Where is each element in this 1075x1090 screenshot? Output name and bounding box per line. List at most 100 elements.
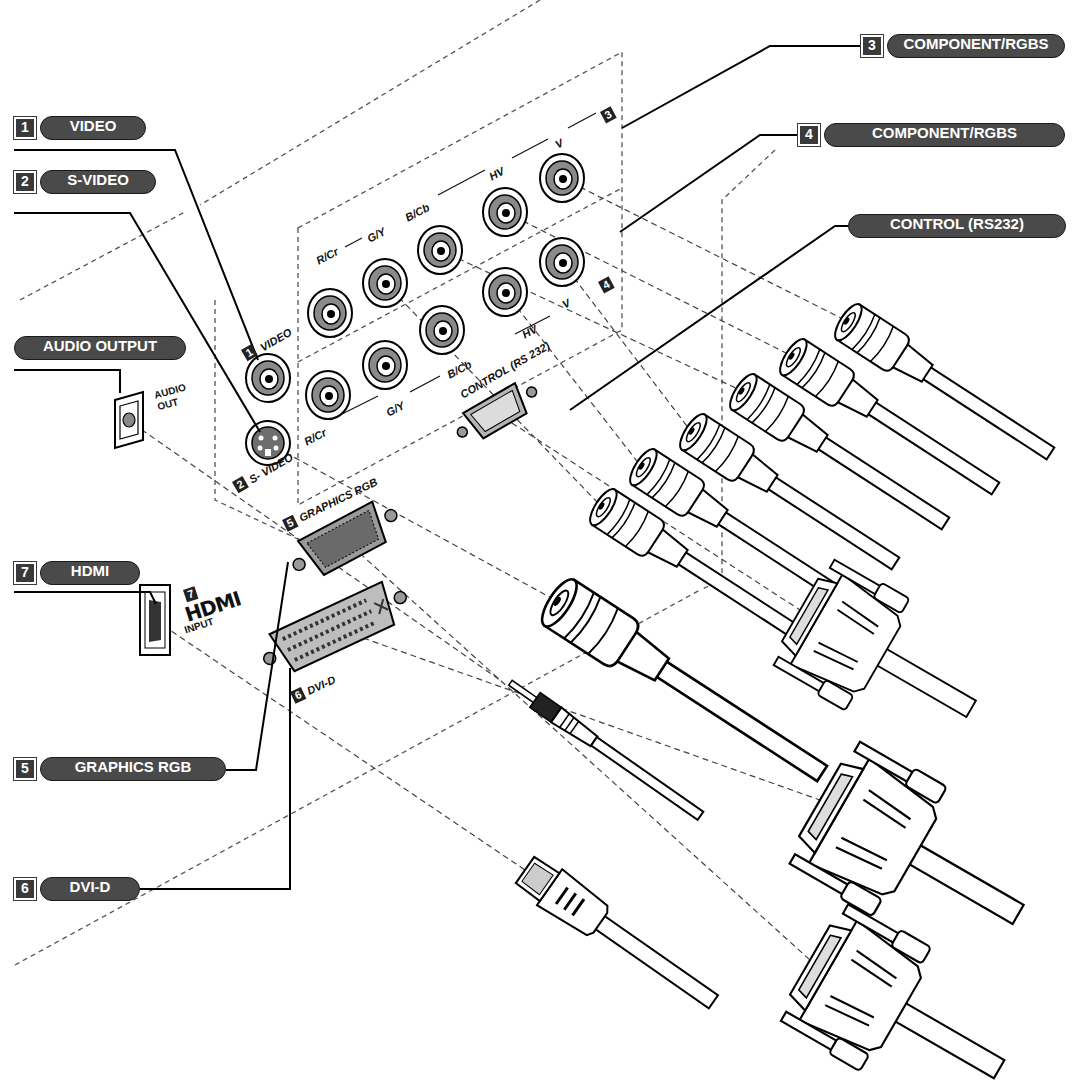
port-label: CONTROL (RS 232): [458, 339, 552, 400]
port-label: V: [560, 297, 572, 311]
db9-face: [471, 390, 524, 433]
plug-guide: [505, 292, 640, 465]
port-label: DVI-D: [305, 673, 337, 697]
hdmi-socket-plate: [140, 585, 170, 655]
svideo-pin: [259, 436, 264, 441]
rca-jack: [483, 268, 527, 316]
callout-text: CONTROL (RS232): [848, 214, 1066, 238]
rca-plug: [725, 370, 957, 541]
leader-line: [14, 370, 120, 393]
leader-line: [14, 213, 260, 432]
callout-number: 2: [232, 476, 249, 493]
socket-screw: [383, 507, 399, 523]
callout-label: 2S-VIDEO: [14, 170, 156, 194]
leader-line: [14, 150, 258, 360]
socket-screw: [291, 556, 307, 572]
leader-line: [14, 592, 156, 604]
port-label: R/Cr: [302, 426, 328, 448]
callout-number: 3: [600, 106, 617, 123]
guide-line: [20, 212, 185, 300]
svideo-pin: [273, 436, 278, 441]
callout-number: 4: [598, 276, 615, 293]
plug-guide: [125, 418, 500, 680]
callout-text: HDMI: [40, 561, 140, 585]
rca-jack: [363, 341, 407, 389]
dvi-pins: [283, 600, 377, 661]
audio-socket-frame: [120, 401, 138, 439]
port-label: HV: [520, 323, 539, 341]
callout-number: 5: [14, 758, 36, 780]
rca-plug: [830, 300, 1062, 471]
port-label: V: [553, 137, 565, 151]
callout-number: 7: [14, 562, 36, 584]
socket-screw: [392, 590, 408, 606]
plug-guide: [505, 212, 790, 355]
port-label: B/Cb: [445, 358, 473, 381]
dvi-socket: [270, 582, 401, 674]
port-label: S- VIDEO: [247, 451, 295, 486]
callout-label: 7HDMI: [14, 561, 140, 585]
rca-jack: [363, 259, 407, 307]
vga-pins: [307, 510, 383, 569]
label-rule: [345, 238, 362, 247]
port-label: HV: [487, 165, 506, 183]
rca-jack: [308, 289, 352, 337]
callout-number: 3: [861, 35, 883, 57]
svideo-plug: [536, 574, 837, 796]
rca-jack: [420, 306, 464, 354]
port-label: B/Cb: [403, 201, 431, 224]
callout-number: 4: [798, 124, 820, 146]
leader-line: [622, 46, 883, 128]
callout-label: CONTROL (RS232): [848, 214, 1066, 238]
rca-jack: [540, 154, 584, 202]
port-label: AUDIO OUT: [153, 380, 198, 414]
callout-text: COMPONENT/RGBS: [887, 34, 1065, 58]
callout-label: 1VIDEO: [14, 116, 146, 140]
callout-text: DVI-D: [40, 877, 140, 901]
label-rule: [568, 113, 596, 128]
db9-plug: [768, 554, 1004, 765]
callout-number: 1: [241, 344, 258, 361]
callout-text: GRAPHICS RGB: [40, 757, 226, 781]
label-rule: [410, 376, 440, 392]
svideo-pin: [274, 446, 279, 451]
component-frame: [298, 52, 622, 505]
plug-guide: [155, 620, 525, 870]
svideo-pin: [258, 446, 263, 451]
guide-line: [200, 0, 540, 205]
callout-label: 3COMPONENT/RGBS: [861, 34, 1065, 58]
callout-text: AUDIO OUTPUT: [14, 336, 186, 360]
callout-number: 5: [282, 515, 299, 532]
plug-guide: [385, 283, 600, 505]
callout-number: 2: [14, 171, 36, 193]
audio-socket-plate: [115, 392, 143, 448]
plug-guide: [562, 262, 690, 430]
rca-jack: [418, 226, 462, 274]
socket-screw: [525, 385, 539, 399]
port-label: R/Cr: [314, 245, 340, 267]
rca-jack: [246, 354, 290, 402]
dvi-ground-pin: [374, 599, 388, 614]
rca-jack: [483, 188, 527, 236]
label-rule: [438, 170, 485, 195]
rca-jack: [306, 371, 350, 419]
hdmi-socket-hole: [149, 600, 161, 642]
callout-number: 6: [14, 878, 36, 900]
label-rule: [512, 139, 548, 158]
leader-line: [620, 135, 820, 232]
callout-label: 4COMPONENT/RGBS: [798, 123, 1065, 147]
callout-text: COMPONENT/RGBS: [824, 123, 1065, 147]
port-label: G/Y: [384, 399, 406, 418]
component-divider: [298, 188, 622, 362]
port-label: GRAPHICS RGB: [297, 475, 379, 523]
leader-line: [570, 226, 848, 410]
callout-label: 6DVI-D: [14, 877, 140, 901]
plug-guide: [440, 250, 740, 390]
callout-label: 5GRAPHICS RGB: [14, 757, 226, 781]
plug-guide: [268, 443, 555, 600]
audio-socket-hole: [123, 413, 135, 427]
socket-screw: [456, 425, 470, 439]
rca-jack: [540, 238, 584, 286]
